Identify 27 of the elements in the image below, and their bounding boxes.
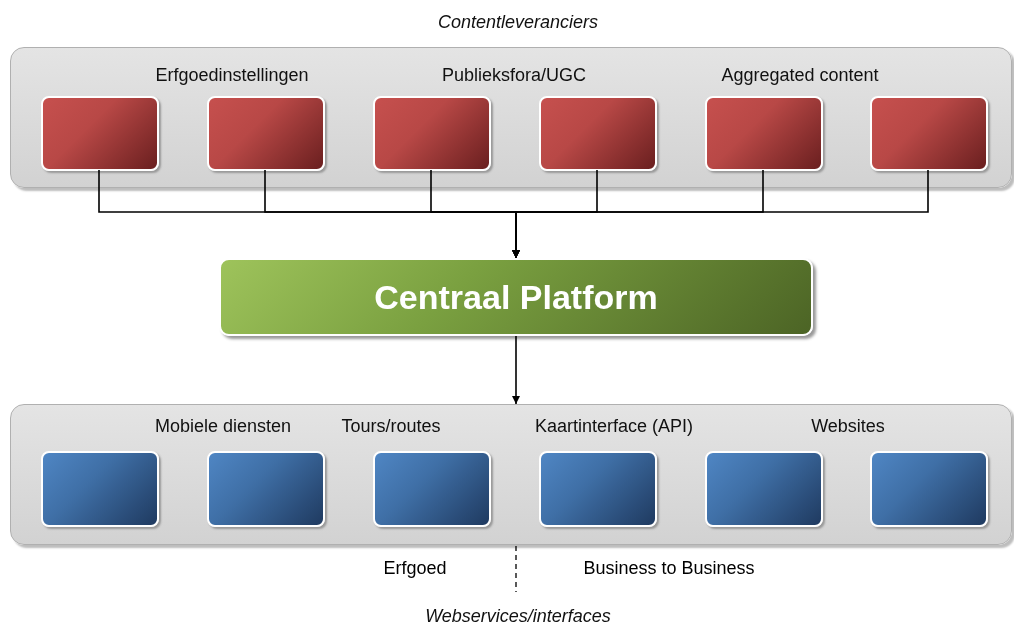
source-box [207,96,325,171]
group-label: Websites [811,416,885,437]
group-heading: Webservices/interfaces [425,606,611,626]
group-heading: Contentleveranciers [437,12,599,33]
source-box [539,96,657,171]
service-box [41,451,159,527]
connector-arrow [512,335,520,405]
service-box [870,451,988,527]
source-box [373,96,491,171]
group-label: Tours/routes [341,416,441,437]
source-box [870,96,988,171]
source-box [41,96,159,171]
group-label: Publieksfora/UGC [441,65,587,86]
group-label: Mobiele diensten [154,416,292,437]
group-label: Kaartinterface (API) [534,416,694,437]
service-box [207,451,325,527]
platform-title: Centraal Platform [374,277,658,317]
section-label: Erfgoed [383,558,447,579]
service-box [539,451,657,527]
service-box [373,451,491,527]
source-box [705,96,823,171]
connector-arrow [512,169,929,259]
service-box [705,451,823,527]
group-label: Erfgoedinstellingen [155,65,309,86]
platform-box [219,258,813,336]
group-label: Aggregated content [721,65,879,86]
section-label: Business to Business [583,558,755,579]
